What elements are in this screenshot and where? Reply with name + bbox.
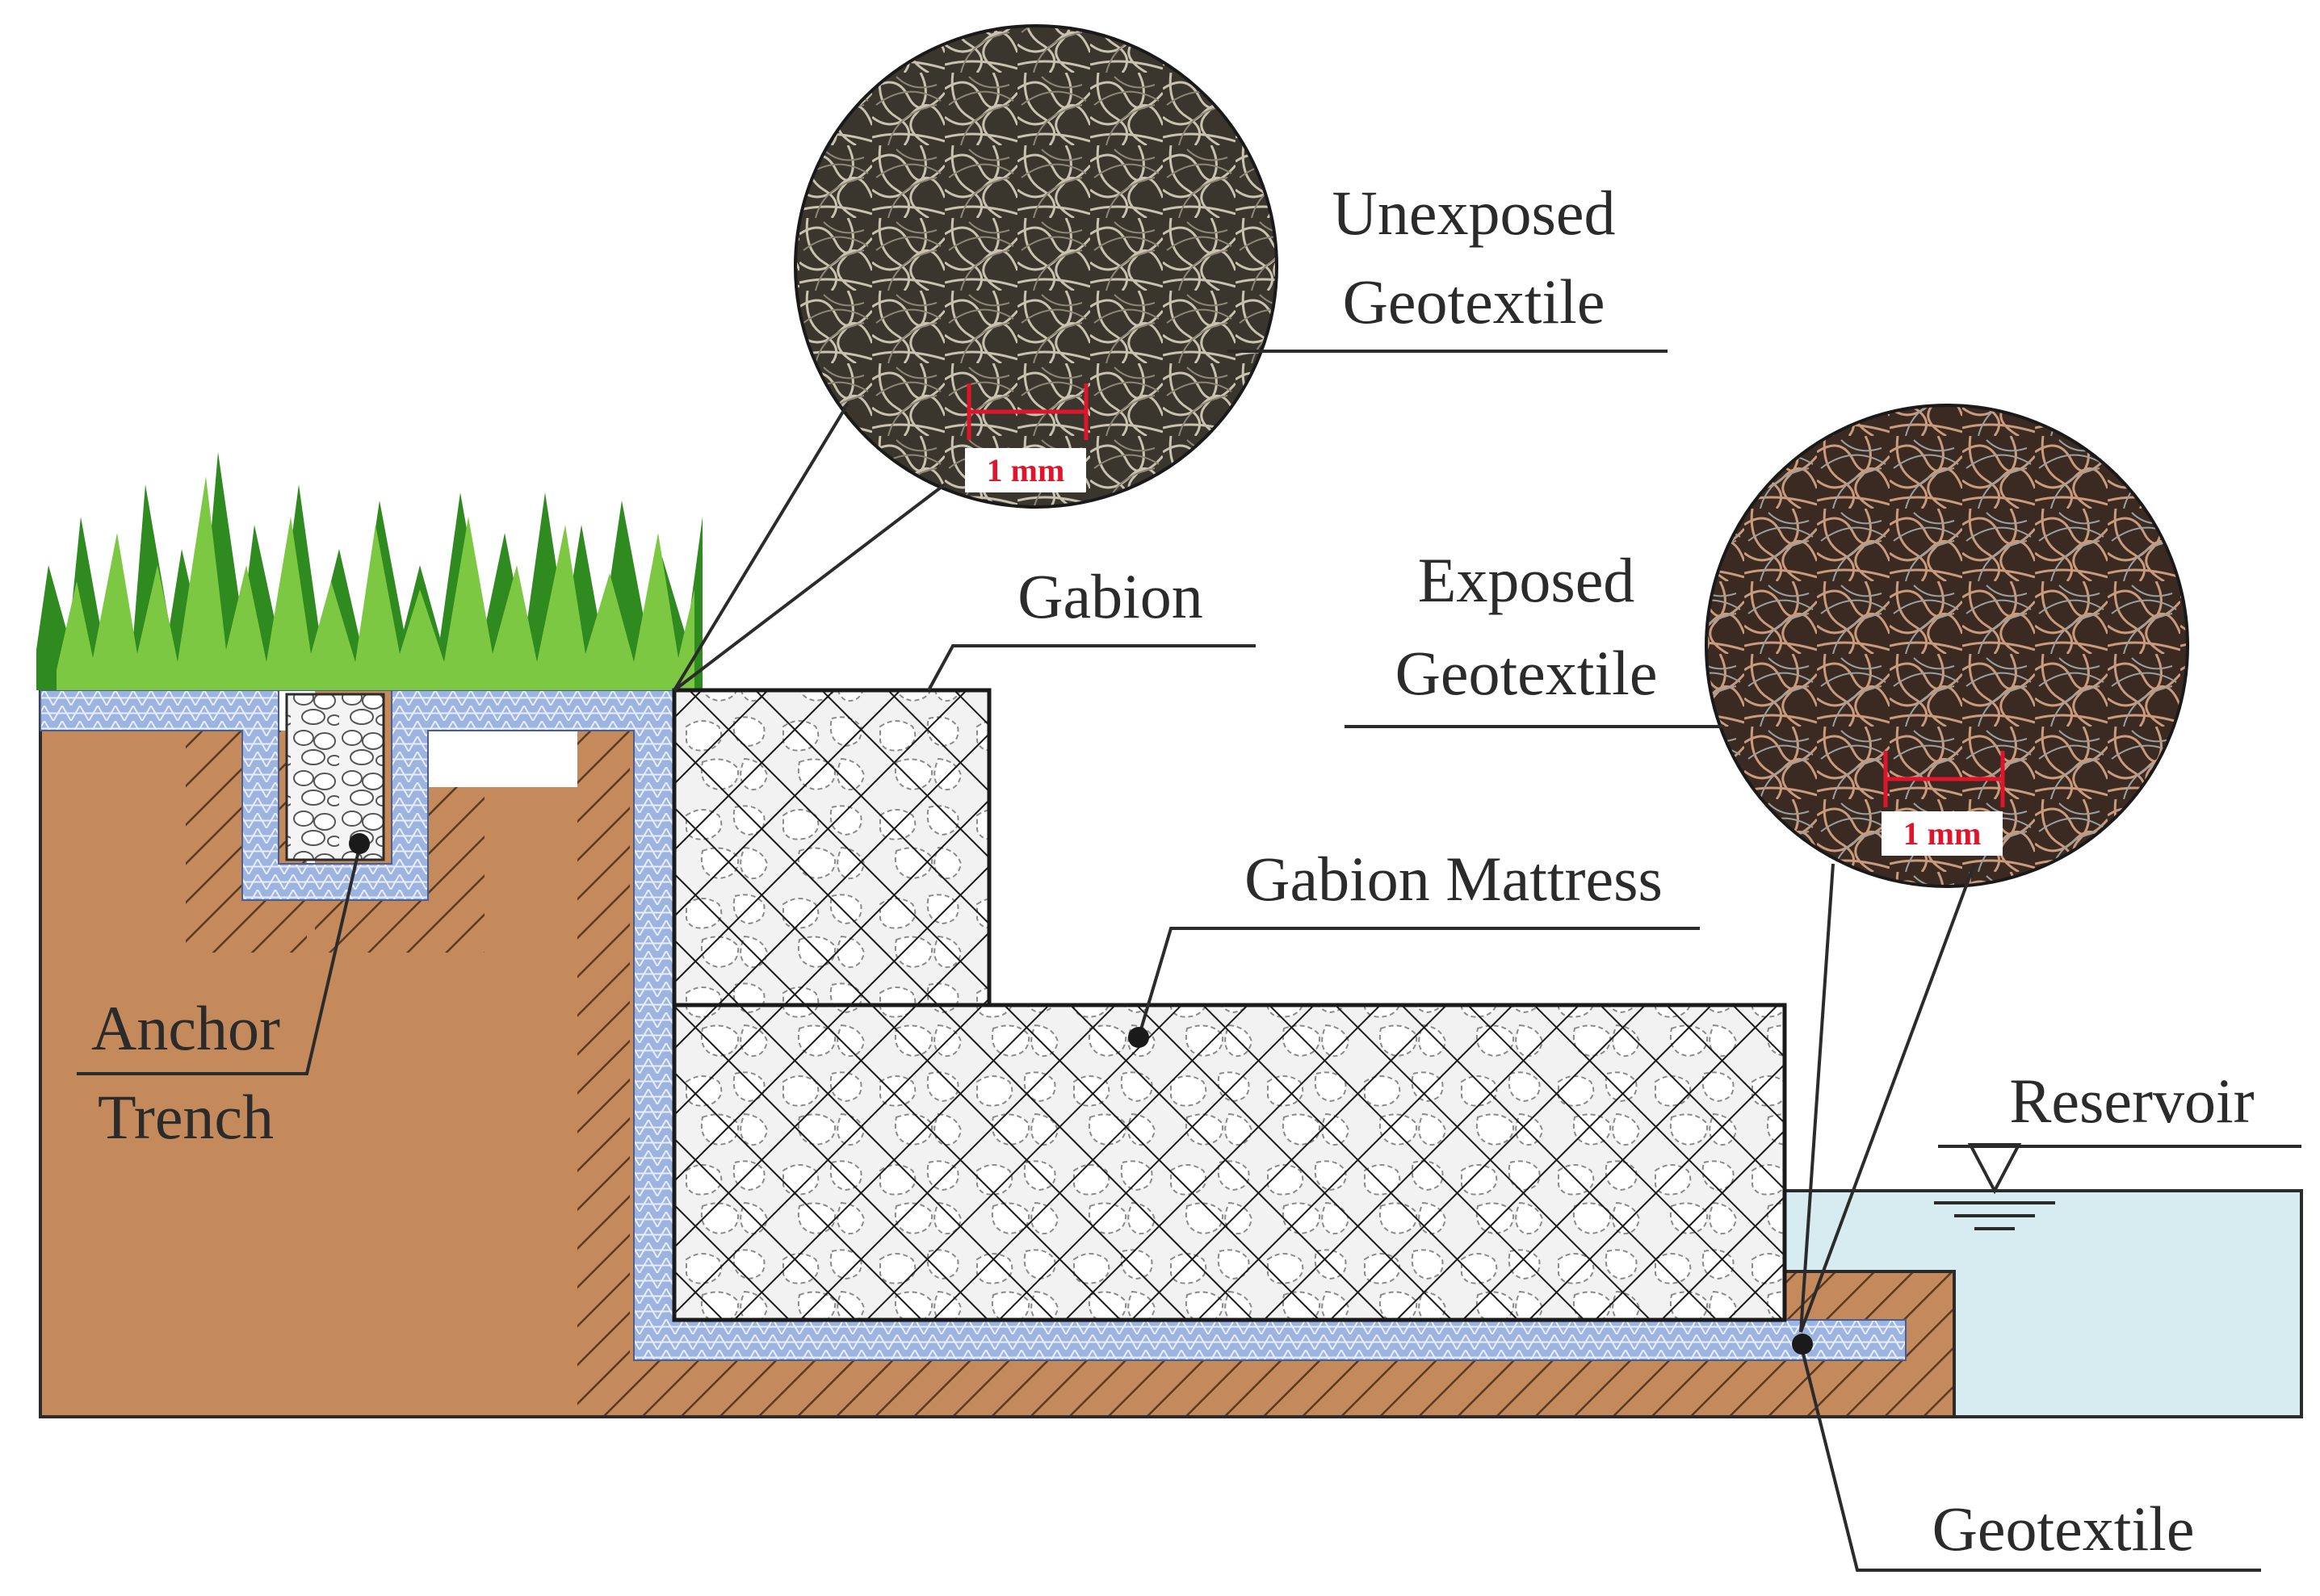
scale-label-exposed: 1 mm xyxy=(1903,815,1982,852)
soil-plain-mid xyxy=(186,953,577,1417)
gabion-mesh xyxy=(672,688,992,1007)
anchor-trench-label-line1: Anchor xyxy=(91,993,280,1063)
geotextile-label: Geotextile xyxy=(1932,1493,2195,1564)
leader-dots xyxy=(349,833,1813,1355)
grass-icon xyxy=(36,452,703,690)
scale-label-bg-exposed xyxy=(1882,811,2003,856)
leader-lines xyxy=(77,350,2301,1572)
unexposed-geotextile-label-line1: Unexposed xyxy=(1332,178,1616,248)
unexposed-geotextile-label-line2: Geotextile xyxy=(1343,266,1605,337)
exposed-micrograph: 1 mm xyxy=(1705,404,2189,888)
soil-plain-right xyxy=(485,787,577,953)
gabion-mattress-mesh xyxy=(672,1003,1787,1322)
scale-bar-exposed xyxy=(1883,751,2005,807)
scale-bar-unexposed xyxy=(967,383,1089,440)
exposed-geotextile-label-line2: Geotextile xyxy=(1395,638,1658,708)
anchor-trench-fill xyxy=(285,693,385,861)
soil-outline xyxy=(39,690,1956,1418)
scale-label-unexposed: 1 mm xyxy=(987,452,1065,488)
scale-label-bg-unexposed xyxy=(965,448,1086,492)
exposed-geotextile-label-line1: Exposed xyxy=(1418,545,1635,615)
soil-hatch-zone xyxy=(186,731,1954,1417)
anchor-trench-label-line2: Trench xyxy=(98,1082,274,1152)
gabion-mattress-label: Gabion Mattress xyxy=(1244,844,1663,914)
unexposed-micrograph: 1 mm xyxy=(794,24,1278,509)
reservoir-label: Reservoir xyxy=(2009,1066,2254,1136)
gabion-label: Gabion xyxy=(1017,561,1203,631)
